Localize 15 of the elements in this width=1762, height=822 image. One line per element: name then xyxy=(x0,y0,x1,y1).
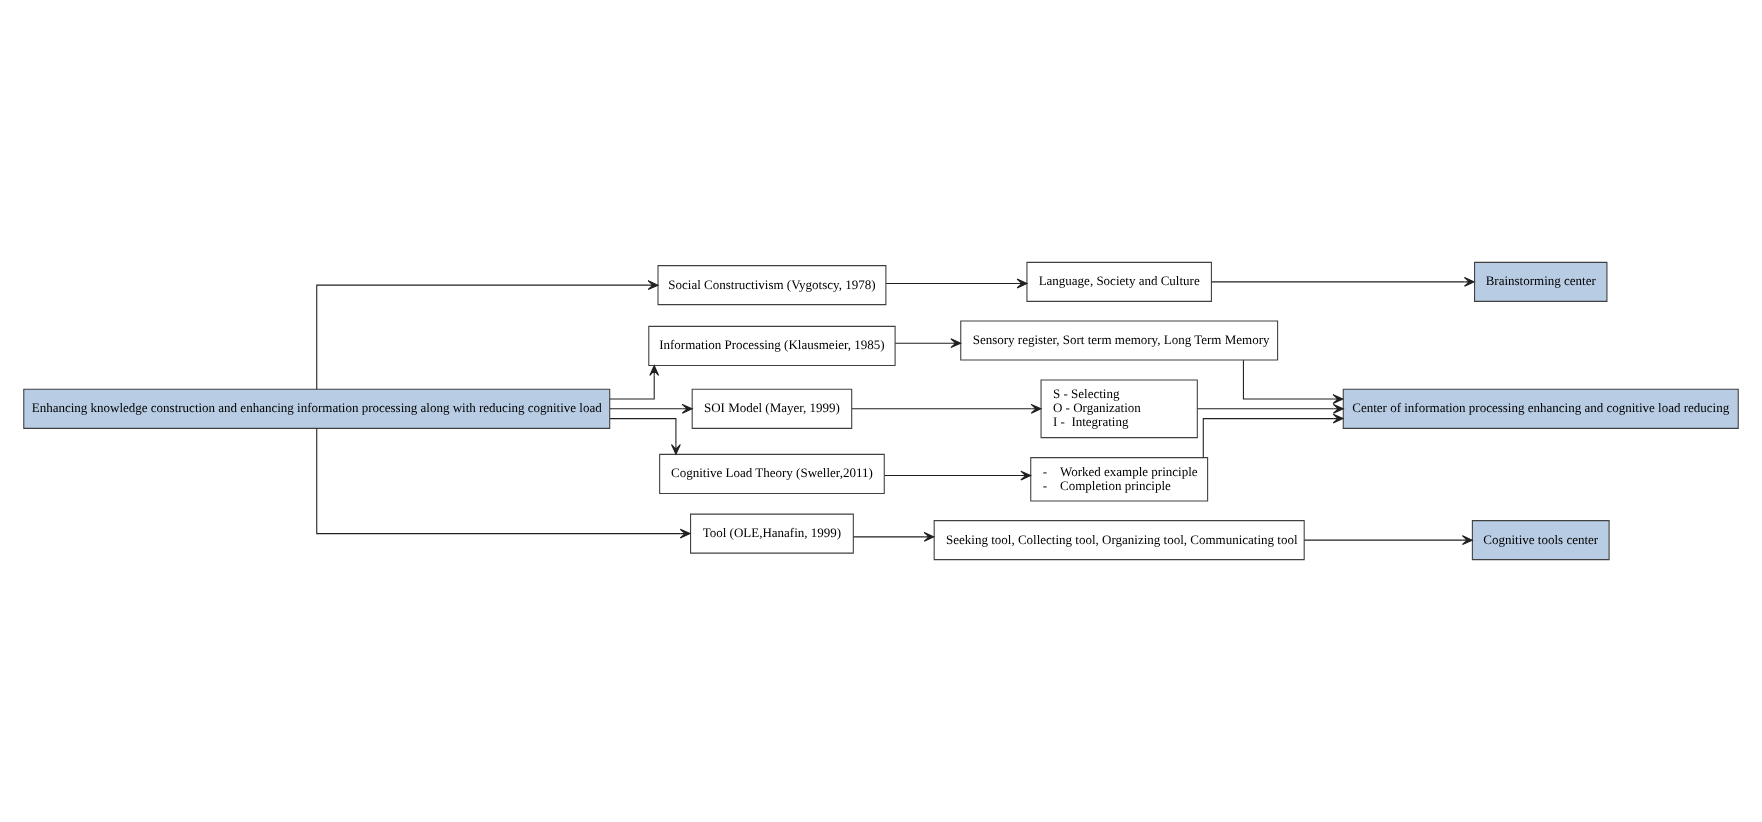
arrow xyxy=(316,428,691,539)
arrow xyxy=(1211,276,1475,287)
arrow xyxy=(609,418,681,455)
arrow xyxy=(884,470,1032,481)
arrow xyxy=(894,338,962,349)
arrow xyxy=(609,365,660,400)
arrow xyxy=(1303,535,1473,546)
arrow xyxy=(1242,359,1344,404)
arrow xyxy=(852,531,935,542)
arrow xyxy=(1196,403,1344,414)
arrow xyxy=(851,403,1042,414)
arrow xyxy=(316,280,659,390)
arrow xyxy=(1202,413,1344,458)
arrow xyxy=(609,403,693,414)
arrow xyxy=(885,278,1028,289)
